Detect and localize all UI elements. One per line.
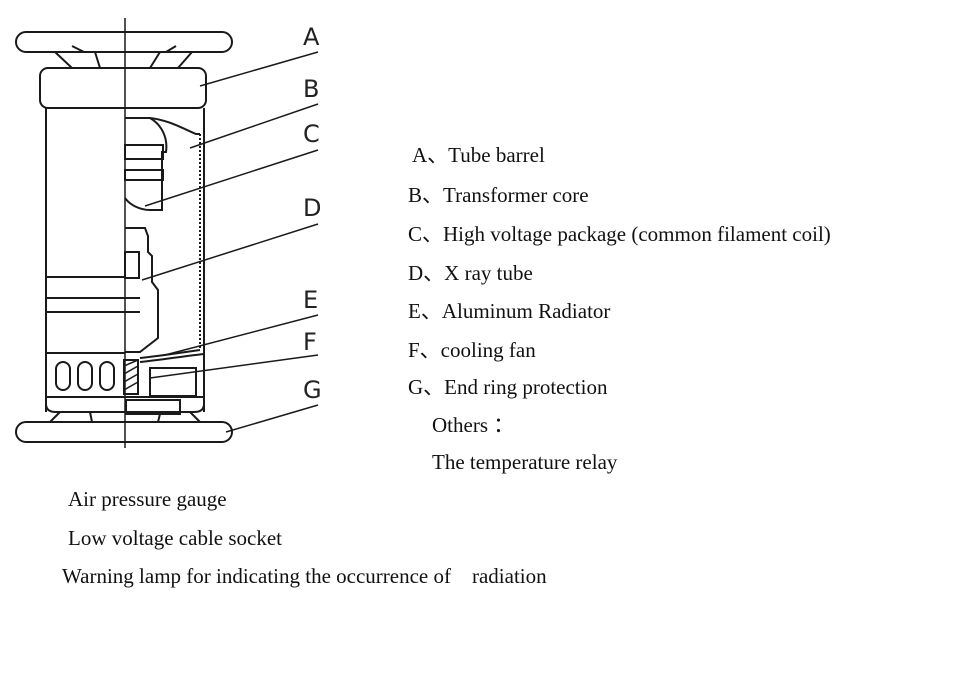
other-item-low-voltage-socket: Low voltage cable socket xyxy=(68,526,282,550)
callout-c: C xyxy=(303,120,320,148)
legend-item-a: A、Tube barrel xyxy=(412,143,545,167)
xray-tube xyxy=(125,227,159,353)
callout-a: A xyxy=(303,23,320,51)
leader-a xyxy=(199,51,319,87)
transformer-curve xyxy=(149,117,200,135)
legend-item-g: G、End ring protection xyxy=(408,375,608,399)
bottom-handle-struts xyxy=(49,411,201,423)
transformer-block-2 xyxy=(124,169,164,181)
xray-generator-diagram: A B C D E F G xyxy=(15,18,322,448)
xray-tube-anode xyxy=(124,251,140,279)
other-item-air-pressure-gauge: Air pressure gauge xyxy=(68,487,227,511)
callout-e: E xyxy=(303,286,318,314)
bottom-handle-ring xyxy=(15,421,233,443)
other-item-warning-lamp: Warning lamp for indicating the occurren… xyxy=(62,564,547,588)
leader-e xyxy=(164,314,319,356)
top-handle-ring xyxy=(15,31,233,53)
callout-g: G xyxy=(303,376,322,404)
leader-d xyxy=(141,223,319,281)
vent-slot-3 xyxy=(99,361,115,391)
fan-housing xyxy=(149,367,197,397)
callout-b: B xyxy=(303,75,319,103)
legend-item-f: F、cooling fan xyxy=(408,338,536,362)
aluminum-radiator xyxy=(139,349,201,359)
legend-item-d: D、X ray tube xyxy=(408,261,533,285)
end-ring-protection xyxy=(125,399,181,415)
leader-g xyxy=(225,404,319,433)
cooling-fan-hatch xyxy=(123,359,139,391)
top-end-cap xyxy=(39,67,207,109)
vent-slot-2 xyxy=(77,361,93,391)
leader-c xyxy=(144,149,319,207)
legend-item-c: C、High voltage package (common filament … xyxy=(408,222,831,246)
cooling-fan xyxy=(123,359,139,395)
aluminum-radiator-inner xyxy=(139,353,205,363)
transformer-block-1 xyxy=(124,144,164,160)
leader-b xyxy=(189,103,319,149)
legend-item-e: E、Aluminum Radiator xyxy=(408,299,611,323)
vent-slot-1 xyxy=(55,361,71,391)
others-heading: Others ： xyxy=(432,413,515,437)
callout-d: D xyxy=(303,194,321,222)
transformer-core xyxy=(124,117,168,211)
other-item-temperature-relay: The temperature relay xyxy=(432,450,618,474)
leader-f xyxy=(149,354,319,379)
top-handle-struts xyxy=(54,45,193,69)
leader-lines xyxy=(141,51,319,433)
callout-f: F xyxy=(303,328,317,356)
legend-item-b: B、Transformer core xyxy=(408,183,589,207)
